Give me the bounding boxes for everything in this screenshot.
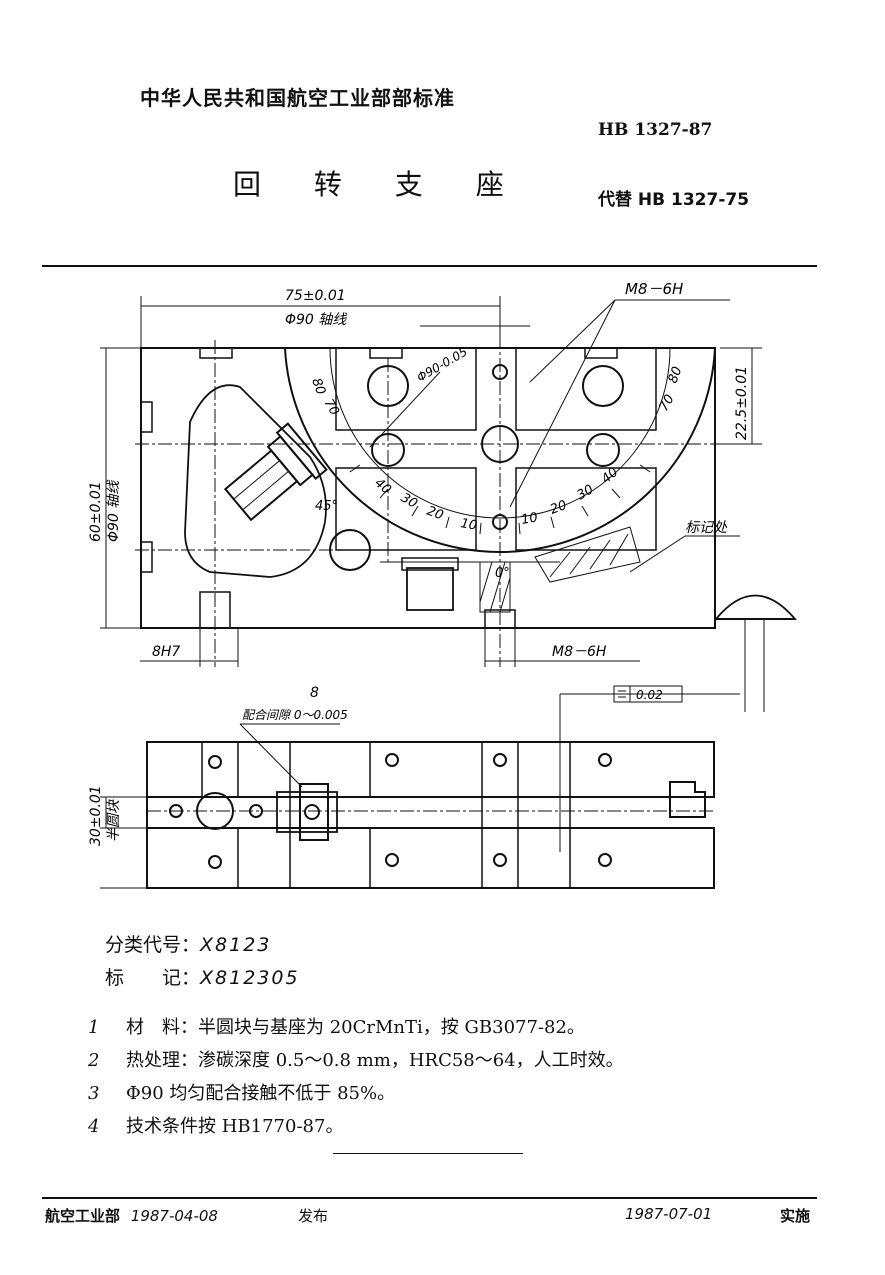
dim-phi90-fit-label: Φ90-0.05 — [415, 345, 470, 385]
document-title: 回 转 支 座 — [233, 168, 526, 201]
dim-8-label: 8 — [310, 685, 319, 701]
note-item: 4 技术条件按 HB1770-87。 — [88, 1112, 343, 1138]
classification-code: 分类代号：X8123 — [105, 930, 271, 957]
scale-left-80: 80 — [308, 376, 328, 397]
end-of-text-rule — [333, 1153, 523, 1154]
scale-right-20: 20 — [548, 498, 569, 518]
note-text: 热处理：渗碳深度 0.5～0.8 mm，HRC58～64，人工时效。 — [126, 1050, 624, 1071]
note-text: Φ90 均匀配合接触不低于 85%。 — [126, 1083, 396, 1104]
classification-code-value: X8123 — [200, 934, 272, 956]
flatness-value: 0.02 — [636, 688, 663, 702]
issuing-organization: 中华人民共和国航空工业部部标准 — [140, 86, 455, 110]
scale-right-70: 70 — [656, 392, 677, 414]
scale-right-80: 80 — [666, 365, 686, 386]
clamp-plate — [184, 384, 327, 578]
dim-90-axis-top-label: Φ90 轴线 — [285, 312, 348, 328]
scale-zero: 0° — [495, 566, 510, 581]
note-number: 3 — [88, 1083, 100, 1104]
scale-left-40: 40 — [371, 476, 393, 498]
dim-90-axis-left-label: Φ90 轴线 — [106, 479, 122, 542]
issue-word: 发布 — [298, 1207, 329, 1225]
note-item: 2 热处理：渗碳深度 0.5～0.8 mm，HRC58～64，人工时效。 — [88, 1046, 624, 1072]
dim-m8-top-label: M8－6H — [625, 280, 683, 298]
scale-left-20: 20 — [425, 504, 446, 524]
marking-code-value: X812305 — [200, 967, 300, 989]
dim-60-label: 60±0.01 — [88, 481, 104, 542]
dim-m8-bottom-label: M8－6H — [552, 644, 607, 660]
dim-22-5-label: 22.5±0.01 — [734, 366, 750, 440]
dim-8h7-label: 8H7 — [152, 644, 180, 660]
note-item: 3 Φ90 均匀配合接触不低于 85%。 — [88, 1079, 395, 1105]
fit-clearance-label: 配合间隙 0～0.005 — [242, 708, 348, 722]
dim-30-label: 30±0.01 — [88, 785, 104, 846]
base-bottom-view — [146, 741, 715, 798]
footer-issuer: 航空工业部 1987-04-08 — [45, 1205, 218, 1226]
effective-word: 实施 — [780, 1207, 811, 1225]
scale-left-30: 30 — [398, 490, 420, 511]
marking-code: 标 记：X812305 — [105, 963, 300, 990]
header-rule — [42, 265, 817, 267]
dim-45-label: 45° — [315, 499, 338, 514]
mark-location-label: 标记处 — [685, 520, 728, 536]
note-number: 4 — [88, 1116, 100, 1137]
footer-rule — [42, 1197, 817, 1199]
scale-left-10: 10 — [459, 516, 478, 534]
dim-75-label: 75±0.01 — [285, 288, 346, 304]
replaces-standard: 代替 HB 1327-75 — [598, 190, 750, 210]
marking-code-label: 标 记： — [105, 967, 201, 989]
scale-right-30: 30 — [575, 482, 597, 503]
note-item: 1 材 料：半圆块与基座为 20CrMnTi，按 GB3077-82。 — [88, 1013, 585, 1039]
note-text: 技术条件按 HB1770-87。 — [126, 1116, 344, 1137]
scale-right-10: 10 — [520, 510, 539, 528]
note-number: 2 — [88, 1050, 100, 1071]
note-number: 1 — [88, 1017, 100, 1038]
note-text: 材 料：半圆块与基座为 20CrMnTi，按 GB3077-82。 — [126, 1017, 585, 1038]
classification-code-label: 分类代号： — [105, 934, 201, 956]
effective-date: 1987-07-01 — [625, 1205, 713, 1223]
issuer-name: 航空工业部 — [45, 1207, 121, 1225]
half-round-label: 半圆块 — [106, 799, 122, 842]
technical-drawing: 75±0.01 Φ90 轴线 M8－6H Φ90-0.05 22.5±0.01 … — [88, 280, 797, 889]
issue-date: 1987-04-08 — [130, 1207, 218, 1225]
standard-number: HB 1327-87 — [598, 120, 713, 140]
scale-left-70: 70 — [321, 397, 342, 419]
